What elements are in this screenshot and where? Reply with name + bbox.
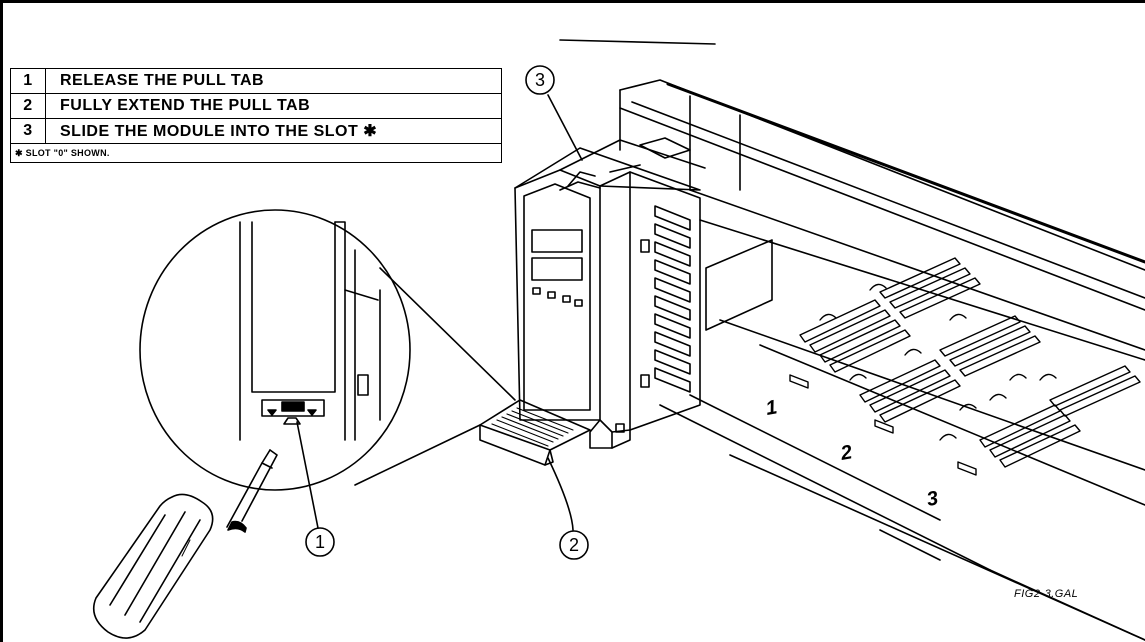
step-text: RELEASE THE PULL TAB <box>45 68 502 94</box>
callout-2 <box>547 457 589 560</box>
slot-label-1: 1 <box>764 396 779 420</box>
plug-in-module <box>514 137 706 449</box>
chassis <box>559 39 1145 641</box>
callout-1 <box>296 421 335 557</box>
callout-3 <box>525 65 583 161</box>
slot-label-3: 3 <box>925 487 940 511</box>
footnote-row: ✱ SLOT "0" SHOWN. <box>10 143 502 163</box>
slot-label-2: 2 <box>838 441 854 465</box>
step-row-1: 1 RELEASE THE PULL TAB <box>10 68 502 94</box>
pull-tab <box>479 399 591 466</box>
step-number: 2 <box>10 93 46 119</box>
footnote: ✱ SLOT "0" SHOWN. <box>10 143 502 163</box>
screwdriver <box>92 449 278 639</box>
step-table: 1 RELEASE THE PULL TAB 2 FULLY EXTEND TH… <box>10 68 502 163</box>
callout-2-number: 2 <box>569 535 579 555</box>
callout-1-number: 1 <box>315 532 325 552</box>
step-row-3: 3 SLIDE THE MODULE INTO THE SLOT ✱ <box>10 118 502 144</box>
slot-connectors <box>789 257 1141 476</box>
callout-3-number: 3 <box>535 70 545 90</box>
detail-magnifier <box>139 209 516 491</box>
step-text: SLIDE THE MODULE INTO THE SLOT ✱ <box>45 118 502 144</box>
step-number: 3 <box>10 118 46 144</box>
step-row-2: 2 FULLY EXTEND THE PULL TAB <box>10 93 502 119</box>
step-number: 1 <box>10 68 46 94</box>
figure-id: FIG2-3.GAL <box>1014 588 1078 600</box>
step-text: FULLY EXTEND THE PULL TAB <box>45 93 502 119</box>
